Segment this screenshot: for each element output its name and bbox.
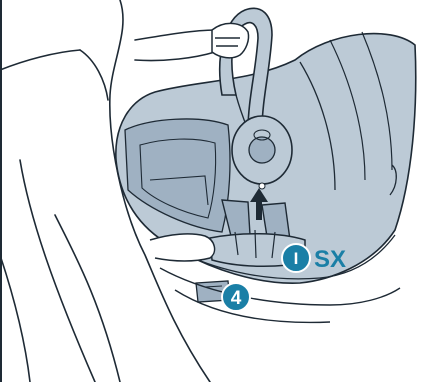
base-marker-label: I <box>294 249 299 268</box>
step-number: 4 <box>231 288 242 309</box>
upper-hand <box>212 23 249 57</box>
sx-callout: I SX <box>282 244 346 273</box>
base-name-label: SX <box>314 246 346 273</box>
lower-hand <box>150 234 215 261</box>
step-badge: 4 <box>222 283 250 311</box>
